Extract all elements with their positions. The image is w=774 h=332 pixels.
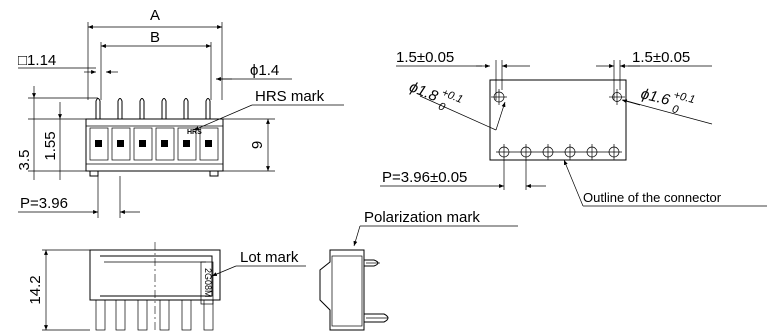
pcb-connector-outline bbox=[489, 79, 627, 161]
front-cavities bbox=[89, 127, 219, 161]
dim-phi-label: ϕ1.4 bbox=[250, 62, 279, 79]
hole-right-label: ϕ1.6 bbox=[639, 85, 672, 109]
hole-left-label: ϕ1.8 bbox=[407, 78, 441, 105]
dim-3-5-label: 3.5 bbox=[16, 150, 33, 171]
dim-9-label: 9 bbox=[249, 141, 266, 149]
pcb-left-edge-label: 1.5±0.05 bbox=[396, 49, 454, 66]
dim-pitch-label: P=3.96 bbox=[20, 195, 68, 212]
polarization-mark-label: Polarization mark bbox=[364, 209, 480, 226]
front-view: A B □1.14 ϕ1.4 bbox=[16, 7, 344, 218]
bottom-pins bbox=[95, 299, 214, 331]
hrs-logo: HRS bbox=[187, 129, 202, 136]
dim-b-label: B bbox=[150, 29, 160, 46]
dim-a-label: A bbox=[150, 7, 160, 24]
pcb-pitch-label: P=3.96±0.05 bbox=[382, 169, 467, 186]
lot-code: 2G08M bbox=[203, 268, 213, 298]
hole-right-tol-plus: +0.1 bbox=[672, 89, 696, 106]
dim-1-55-label: 1.55 bbox=[42, 131, 59, 160]
bottom-view: 14.2 2G08M Lot mark bbox=[27, 242, 306, 332]
pcb-right-edge-label: 1.5±0.05 bbox=[632, 49, 690, 66]
hrs-mark-label: HRS mark bbox=[255, 88, 325, 105]
dim-height-label: 14.2 bbox=[27, 275, 44, 304]
hole-right-tol-zero: 0 bbox=[671, 103, 681, 116]
lot-mark-label: Lot mark bbox=[240, 249, 299, 266]
side-view: Polarization mark bbox=[319, 209, 518, 331]
hole-left-tol-zero: 0 bbox=[436, 100, 447, 114]
pcb-pin-holes bbox=[496, 144, 622, 160]
front-body bbox=[85, 118, 224, 172]
outline-label: Outline of the connector bbox=[583, 190, 722, 205]
pcb-layout: 1.5±0.05 1.5±0.05 bbox=[380, 49, 767, 207]
front-pins bbox=[95, 98, 211, 119]
dim-square-label: □1.14 bbox=[18, 52, 56, 69]
